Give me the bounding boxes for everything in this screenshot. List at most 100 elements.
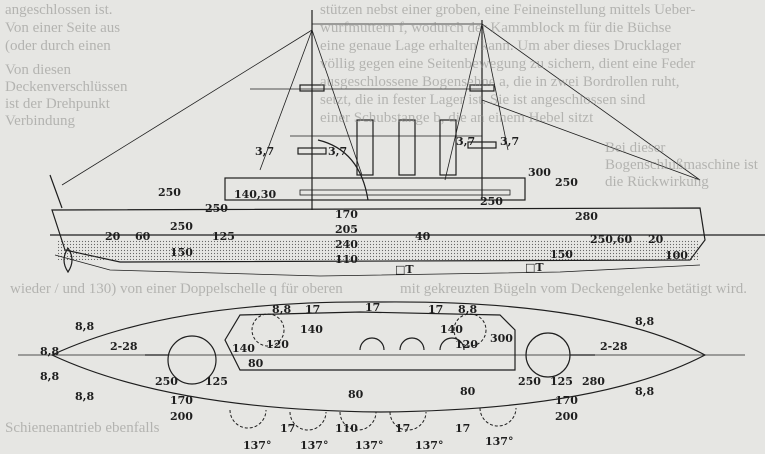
gun-arc — [251, 313, 285, 347]
gun-arc — [453, 313, 487, 347]
background-text-line: stützen nebst einer groben, eine Feinein… — [320, 2, 696, 18]
background-text-line: Von einer Seite aus — [5, 20, 121, 36]
rigging-line — [481, 23, 509, 151]
citadel — [224, 311, 516, 371]
armour-label: 8,8 — [635, 315, 654, 328]
gun-label: 2-28 — [110, 340, 138, 353]
armour-label: 17 — [395, 422, 410, 435]
armour-label: 150 — [170, 246, 193, 259]
armour-label: 250 — [480, 195, 503, 208]
funnel — [398, 119, 416, 176]
plan-view-labels: 8,8 8,8 8,8 8,8 8,8 8,8 8,8 8,8 2-28 2-2… — [40, 301, 654, 452]
background-text-line: eine genaue Lage erhalten kann. Um aber … — [320, 38, 682, 54]
armour-label: 250,60 — [590, 233, 632, 246]
hull-bottom — [54, 254, 701, 277]
funnel — [356, 119, 374, 176]
lower-gun-arcs — [229, 407, 517, 431]
fore-fighting-top — [297, 147, 327, 155]
arc-angle-label: 137° — [243, 439, 271, 452]
main-top — [469, 84, 495, 92]
armour-label: 3,7 — [456, 135, 475, 148]
armour-label: 8,8 — [40, 345, 59, 358]
arc-angle-label: 137° — [355, 439, 383, 452]
rigging-line — [311, 29, 363, 176]
background-text-line: wurfmuttern f, wodurch der Kammblock m f… — [320, 20, 672, 36]
armour-label: 40 — [415, 230, 431, 243]
casemates — [359, 337, 465, 351]
armour-label: 150 — [550, 248, 573, 261]
propeller — [63, 247, 73, 274]
armour-label: 200 — [170, 410, 193, 423]
background-text-line: Schienenantrieb ebenfalls — [5, 420, 160, 436]
rigging-line — [481, 23, 701, 181]
armour-label: 80 — [460, 385, 476, 398]
armour-label: 17 — [428, 303, 443, 316]
background-text-line: setzt, die in fester Lager ist. Sie ist … — [320, 92, 646, 108]
armour-label: 140 — [232, 342, 255, 355]
armour-label: 240 — [335, 238, 358, 251]
rigging-line — [481, 99, 701, 181]
superstructure — [224, 177, 526, 201]
armour-label: 170 — [555, 394, 578, 407]
arc-angle-label: 137° — [485, 435, 513, 448]
armour-label: 20 — [105, 230, 121, 243]
background-text-line: angeschlossen ist. — [5, 2, 113, 18]
armour-label: 125 — [550, 375, 573, 388]
armour-label: 200 — [555, 410, 578, 423]
armour-label: 300 — [490, 332, 513, 345]
armour-label: 3,7 — [255, 145, 274, 158]
armour-label: 250 — [518, 375, 541, 388]
plan-view — [18, 301, 745, 431]
armour-label: 170 — [335, 208, 358, 221]
jack-staff — [49, 174, 63, 209]
side-view-labels: 3,7 3,7 3,7 3,7 140,30 250 250 250 250 2… — [105, 135, 688, 276]
armour-label: 250 — [170, 220, 193, 233]
armour-label: 140 — [440, 323, 463, 336]
lower-belt — [58, 240, 698, 260]
background-text-line: einer Schubstange b, die an einem Hebel … — [320, 110, 594, 126]
rigging-line — [259, 29, 313, 171]
main-fighting-top — [467, 141, 497, 149]
background-text-line: mit gekreuzten Bügeln vom Deckengelenke … — [400, 281, 747, 297]
armour-label: 120 — [455, 338, 478, 351]
side-elevation-view — [49, 10, 765, 277]
armour-label: 110 — [335, 253, 358, 266]
armour-label: 205 — [335, 223, 358, 236]
armour-label: 20 — [648, 233, 664, 246]
armour-label: 60 — [135, 230, 151, 243]
rigging-line — [61, 29, 313, 186]
armour-label: 280 — [582, 375, 605, 388]
armour-label: 140 — [300, 323, 323, 336]
rigging-line — [444, 23, 483, 181]
armour-label: 8,8 — [272, 303, 291, 316]
armour-label: 8,8 — [458, 303, 477, 316]
torpedo-tube-mark: □T — [525, 261, 544, 274]
background-text-line: Von diesen Deckenverschlüssen ist der Dr… — [5, 62, 128, 129]
background-text-line: (oder durch einen — [5, 38, 111, 54]
torpedo-tube-mark: □T — [395, 263, 414, 276]
armour-label: 120 — [266, 338, 289, 351]
armour-label: 3,7 — [500, 135, 519, 148]
armour-label: 100 — [665, 249, 688, 262]
armour-label: 125 — [212, 230, 235, 243]
background-text-line: Bei dieser Bogenschlußmaschine ist die R… — [605, 140, 758, 190]
deck-outline — [50, 301, 707, 413]
bridge-deck — [299, 189, 511, 196]
armour-label: 250 — [205, 202, 228, 215]
background-text-line: völlig gegen eine Seitenbewegung zu sich… — [320, 56, 696, 72]
armour-label: 125 — [205, 375, 228, 388]
fore-turret — [167, 335, 217, 385]
armour-label: 17 — [455, 422, 470, 435]
armour-label: 80 — [248, 357, 264, 370]
armour-label: 300 — [528, 166, 551, 179]
background-text-line: ausgeschlossene Bogensehne a, die in zwe… — [320, 74, 680, 90]
armour-label: 3,7 — [328, 145, 347, 158]
armour-label: 8,8 — [75, 390, 94, 403]
arc-angle-label: 137° — [300, 439, 328, 452]
armour-label: 170 — [170, 394, 193, 407]
fore-top — [299, 84, 325, 92]
armour-label: 8,8 — [40, 370, 59, 383]
funnel — [439, 119, 457, 176]
